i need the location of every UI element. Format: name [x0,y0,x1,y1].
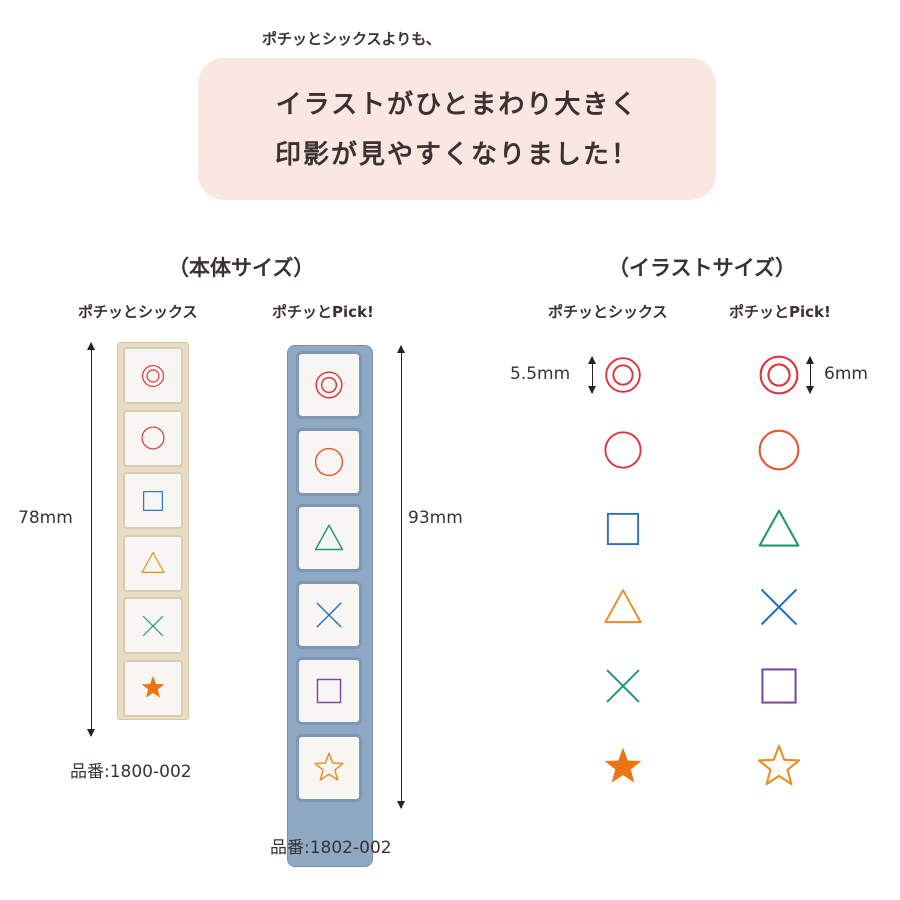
product1-height: 78mm [18,508,73,528]
star-filled-icon [604,747,642,783]
illustration-triangle [602,586,644,632]
double-circle-icon [605,357,641,393]
stamp-cell-double-circle [299,354,359,416]
stamp-cell-cross [299,583,359,646]
stamp-cell-triangle [125,536,181,590]
cross-icon [760,588,798,626]
product2-code: 品番:1802-002 [270,838,392,858]
stamp-cell-square [125,474,181,527]
triangle-icon [141,552,165,573]
illustration-cross [756,584,802,634]
illustration-cross [602,665,644,711]
illustration-square [602,508,644,554]
circle-icon [141,426,165,450]
headline-line2: 印影が見やすくなりました！ [274,140,639,170]
height-arrow-product1 [87,342,95,737]
intro-text: ポチッとシックスよりも、 [262,30,441,48]
product2-name: ポチッとPick! [272,303,374,321]
headline-banner: イラストがひとまわり大きく 印影が見やすくなりました！ [198,58,716,200]
star-outline-icon [314,752,344,781]
product2-height: 93mm [408,508,463,528]
headline-line1: イラストがひとまわり大きく [275,90,639,120]
stamp-cell-square [299,660,359,722]
stamp-cell-star-outline [299,736,359,799]
illustration-circle [756,427,802,477]
stamp-cell-double-circle [125,349,181,402]
star-outline-icon [757,744,801,786]
triangle-icon [604,589,642,624]
product1-code: 品番:1800-002 [70,762,192,782]
product1-stamp-body [117,342,189,720]
square-icon [761,668,797,704]
stamp-cell-circle [125,411,181,465]
body-size-title: （本体サイズ） [168,256,315,280]
circle-icon [314,447,344,476]
double-circle-icon [759,355,799,395]
double-circle-icon [142,364,164,387]
illust-product2-name: ポチッとPick! [729,303,831,321]
circle-icon [758,429,800,471]
illust-size-title: （イラストサイズ） [608,256,796,280]
illust-product2-size: 6mm [824,364,868,384]
stamp-cell-star-filled [125,661,181,715]
height-arrow-product2 [397,345,405,809]
illust-product1-size: 5.5mm [510,364,571,384]
product1-name: ポチッとシックス [78,303,198,321]
illustration-star-outline [756,744,802,794]
square-icon [316,678,342,704]
stamp-cell-circle [299,430,359,493]
square-icon [143,490,163,511]
illustration-double-circle [756,352,802,402]
illustration-circle [602,429,644,475]
illustration-triangle [756,506,802,556]
stamp-cell-triangle [299,507,359,569]
illustration-square [756,663,802,713]
product2-stamp-body [287,345,373,867]
illustration-star-filled [602,746,644,792]
double-circle-icon [315,371,343,399]
illustration-double-circle [602,354,644,400]
size-arrow-product2 [806,356,814,394]
circle-icon [604,431,642,469]
cross-icon [606,669,640,703]
size-arrow-product1 [588,356,596,394]
square-icon [606,512,640,546]
cross-icon [316,601,342,628]
triangle-icon [758,509,800,547]
illust-product1-name: ポチッとシックス [548,303,668,321]
cross-icon [142,615,164,636]
star-filled-icon [141,676,165,698]
stamp-cell-cross [125,599,181,652]
triangle-icon [314,524,344,551]
